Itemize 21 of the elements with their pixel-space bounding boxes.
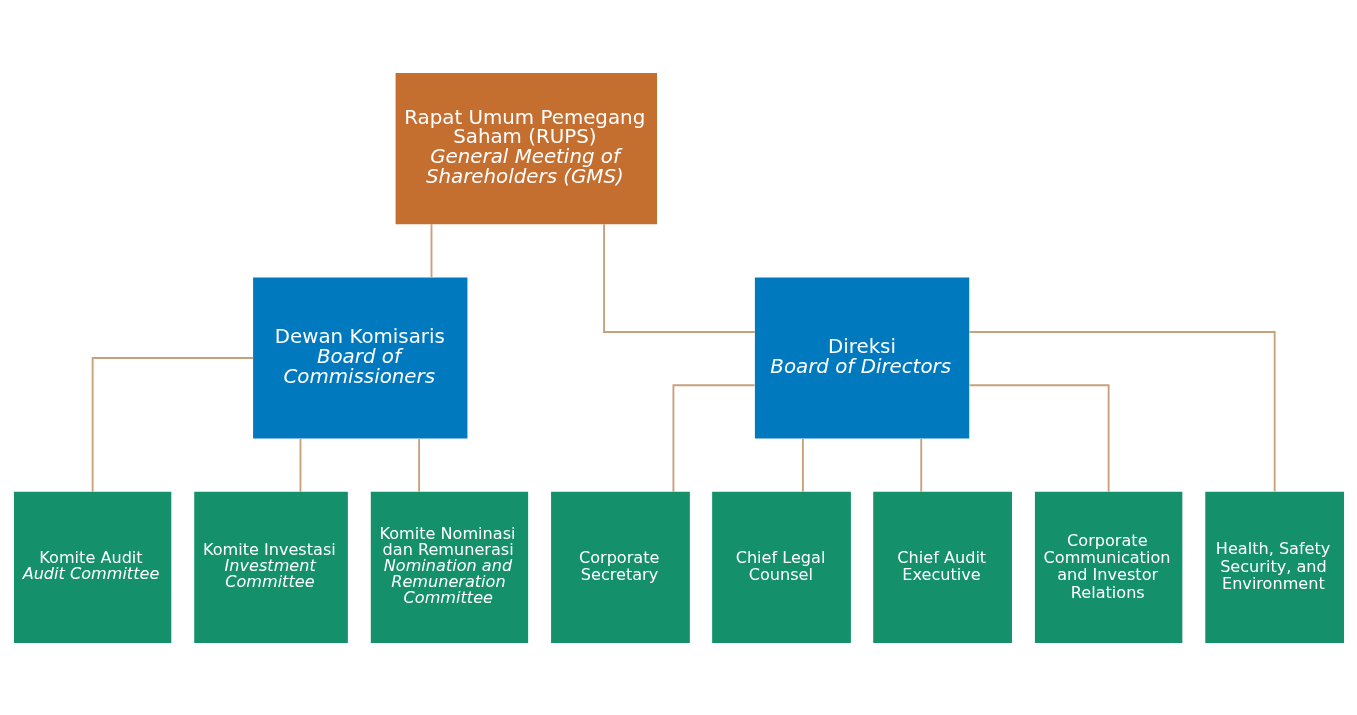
connector [430, 222, 432, 278]
connector [299, 437, 301, 493]
node-box: Direksi Board of Directors [754, 276, 969, 439]
node-box: Dewan Komisaris Board of Commissioners [252, 276, 467, 439]
node-box: Komite Nominasi dan Remunerasi Nomination and Remuneration Committee [370, 491, 528, 643]
connector [968, 383, 1110, 493]
node-box: Corporate Communication and Investor Relations [1034, 491, 1182, 643]
node-box: Health, Safety Security, and Environment [1204, 491, 1344, 643]
node-box: Chief Legal Counsel [711, 491, 851, 643]
connector [602, 222, 756, 333]
connector [417, 437, 420, 493]
node-box: Komite Audit Audit Committee [13, 491, 171, 643]
connector [919, 437, 922, 493]
node-box: Chief Audit Executive [872, 491, 1012, 643]
node-box: Corporate Secretary [550, 491, 690, 643]
node-box: Komite Investasi Investment Committee [193, 491, 348, 643]
connector [801, 437, 804, 493]
connector [91, 356, 254, 493]
connector [967, 330, 1276, 493]
node-box: Rapat Umum Pemegang Saham (RUPS) General Meeting of Shareholders (GMS) [395, 72, 657, 224]
connector [672, 383, 755, 493]
